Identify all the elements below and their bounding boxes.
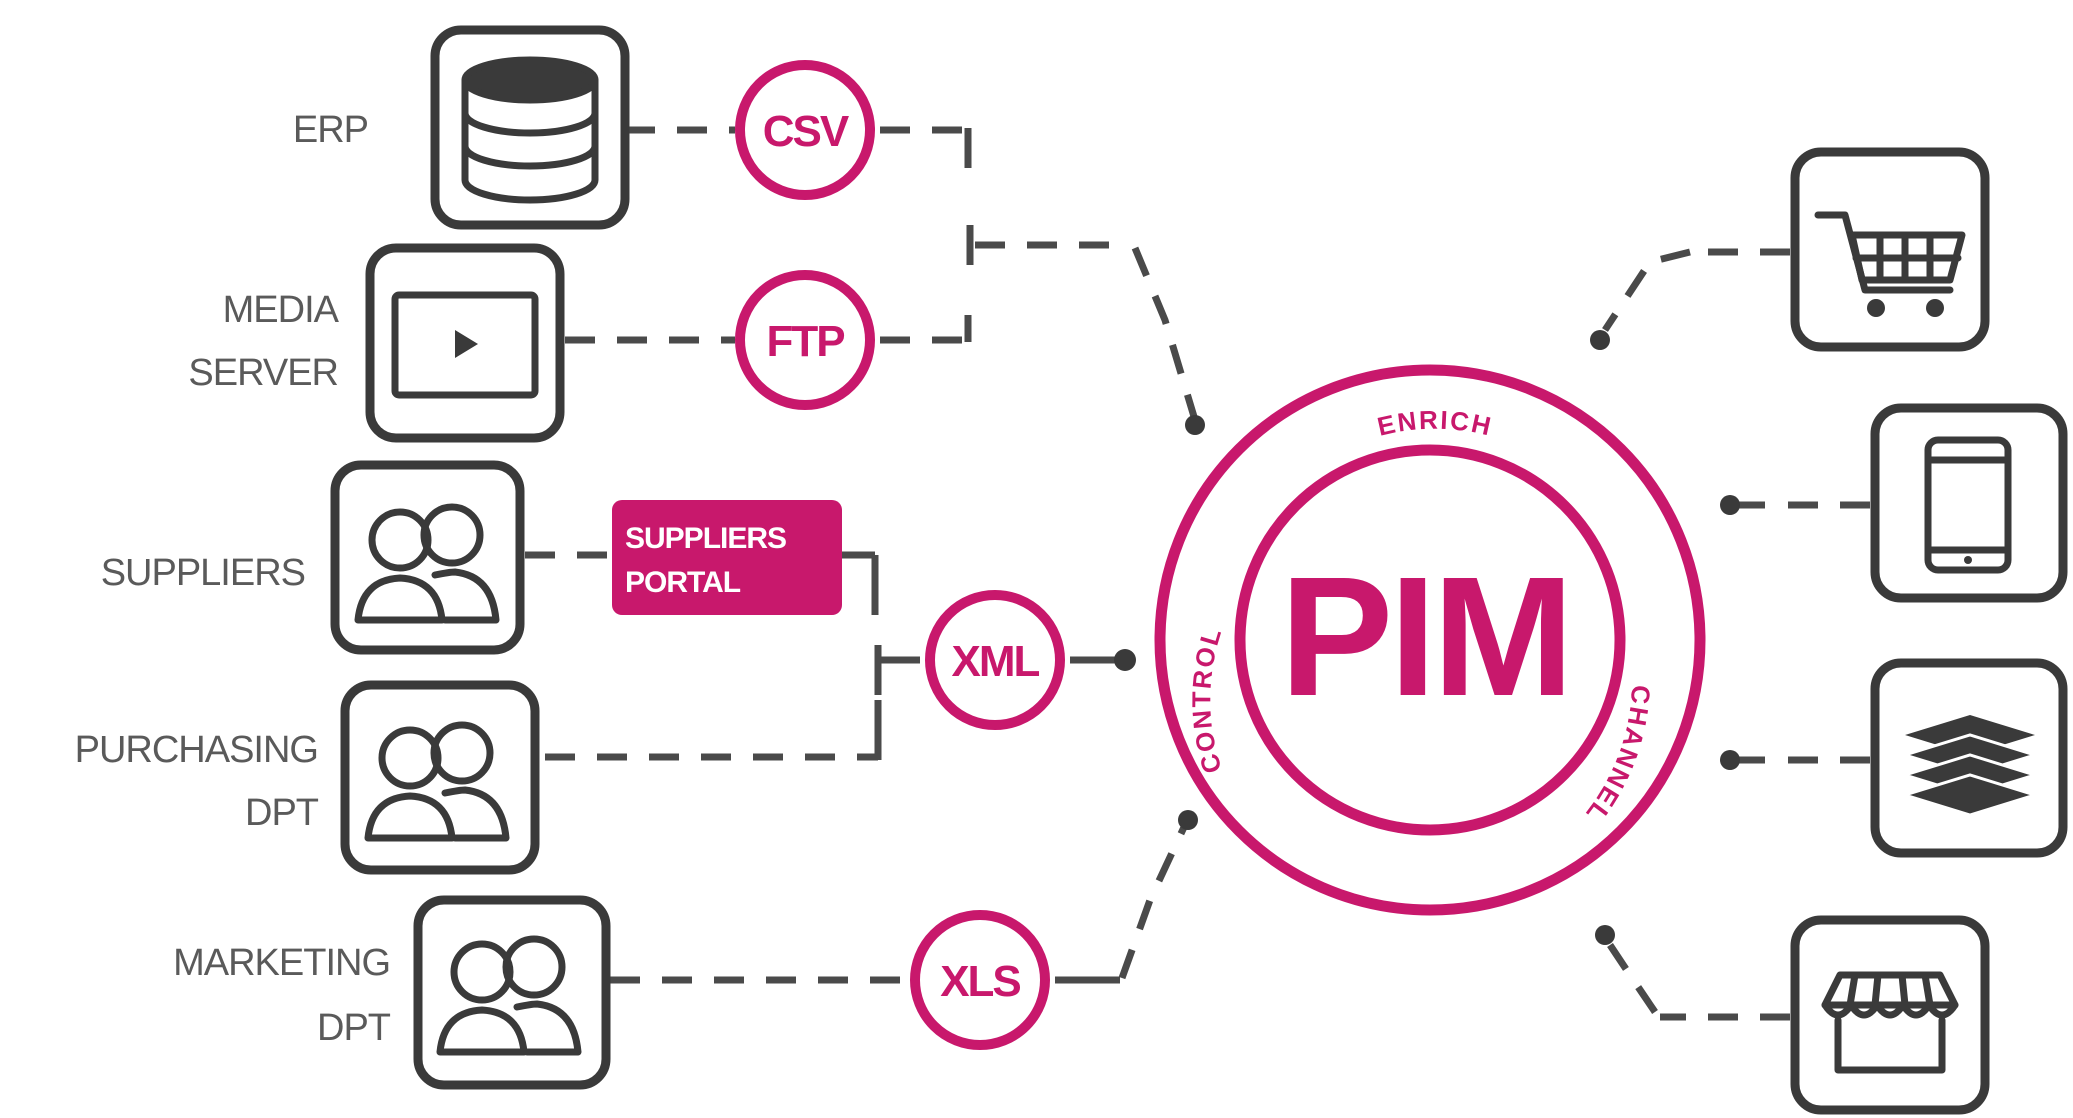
protocol-xls: XLS — [910, 910, 1050, 1050]
shopping-cart-icon — [1814, 211, 1966, 317]
users-icon — [436, 935, 582, 1056]
source-label-marketing-line2: DPT — [317, 1007, 391, 1049]
source-label-erp: ERP — [293, 109, 368, 151]
protocol-xml: XML — [925, 590, 1065, 730]
protocol-ftp: FTP — [735, 270, 875, 410]
protocol-csv: CSV — [735, 60, 875, 200]
protocol-ftp-label: FTP — [766, 317, 844, 366]
source-labels: ERP MEDIA SERVER SUPPLIERS PURCHASING DP… — [75, 109, 392, 1049]
mobile-box — [1870, 403, 2068, 603]
media-server-box — [365, 243, 565, 443]
marketing-box — [413, 895, 611, 1090]
connectors-left — [525, 126, 1205, 984]
database-icon — [461, 56, 599, 204]
protocol-csv-label: CSV — [763, 107, 850, 156]
pim-hub: PIM ENRICH CONTROL CHANNEL — [1154, 364, 1706, 916]
video-player-icon — [391, 291, 539, 399]
suppliers-portal: SUPPLIERS PORTAL — [612, 500, 842, 615]
store-box — [1790, 915, 1990, 1115]
tablet-icon — [1924, 436, 2012, 574]
source-label-suppliers: SUPPLIERS — [101, 552, 305, 594]
source-label-marketing-line1: MARKETING — [173, 942, 390, 984]
protocol-xml-label: XML — [952, 637, 1040, 686]
portal-label-line1: SUPPLIERS — [625, 522, 786, 555]
source-label-purchasing-line2: DPT — [245, 792, 319, 834]
erp-box — [430, 25, 630, 230]
connectors-right — [1590, 248, 1870, 1021]
source-label-purchasing-line1: PURCHASING — [75, 729, 318, 771]
suppliers-box — [330, 460, 525, 655]
print-box — [1870, 658, 2068, 858]
layers-icon — [1899, 715, 2041, 817]
protocol-xls-label: XLS — [940, 957, 1020, 1006]
users-icon — [354, 503, 500, 624]
users-icon — [364, 721, 510, 842]
pim-title: PIM — [1280, 542, 1570, 732]
ecommerce-box — [1790, 147, 1990, 352]
source-label-media-line2: SERVER — [188, 352, 338, 394]
purchasing-box — [340, 680, 540, 875]
source-label-media-line1: MEDIA — [223, 289, 340, 331]
storefront-icon — [1821, 971, 1959, 1074]
portal-label-line2: PORTAL — [625, 566, 741, 599]
